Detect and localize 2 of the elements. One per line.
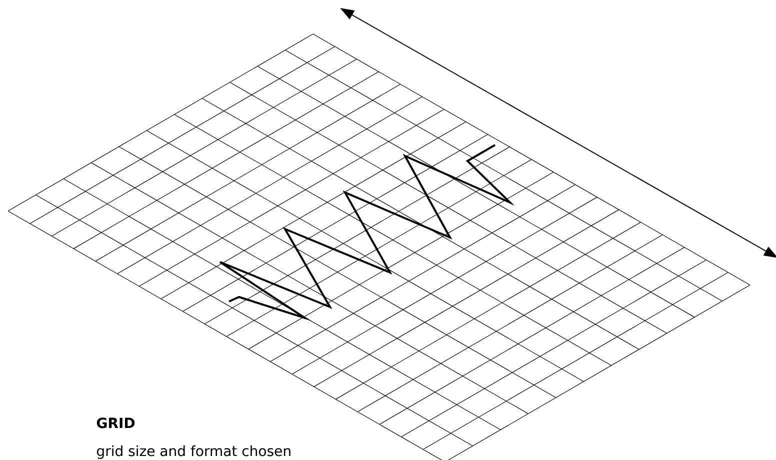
caption: grid size and format chosen [96, 445, 290, 459]
heading: GRID [96, 418, 135, 428]
